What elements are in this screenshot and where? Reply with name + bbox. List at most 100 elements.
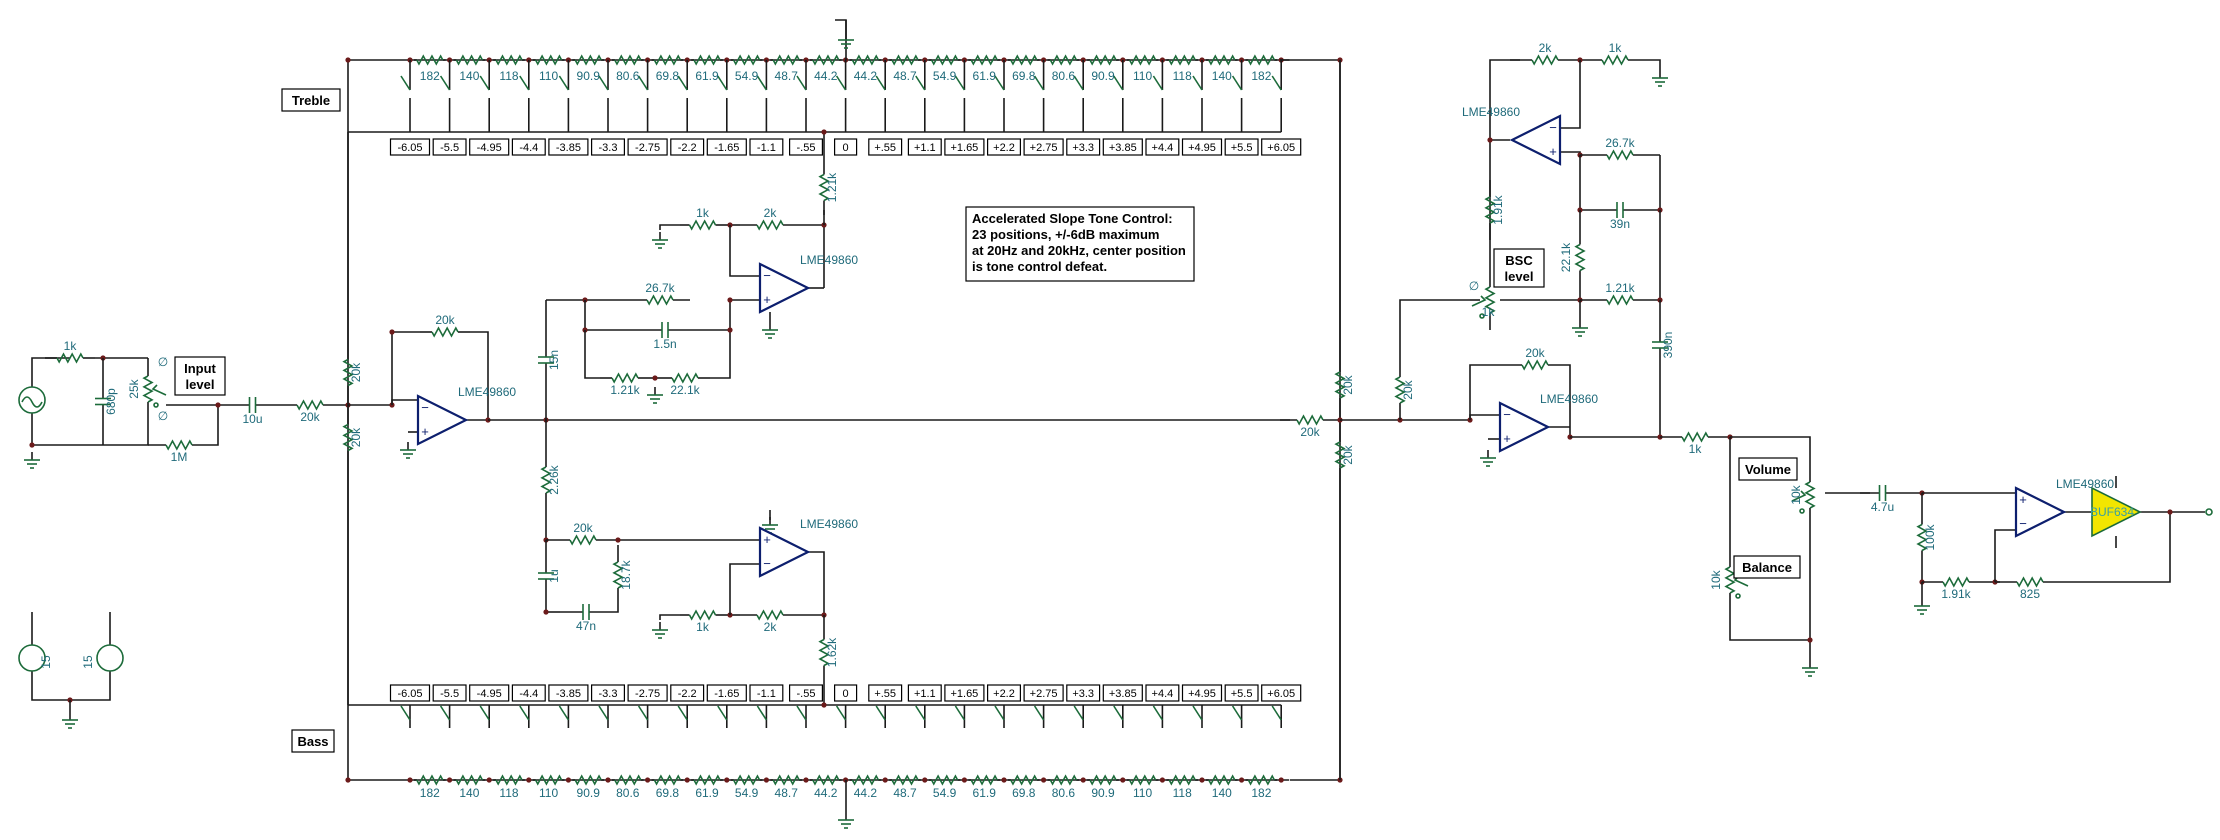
input-level-label-frame <box>174 356 226 396</box>
ladder-resistor-2 <box>495 774 523 786</box>
volume-pot-wiper <box>1791 490 1807 502</box>
ladder-value-17: 90.9 <box>1091 69 1115 83</box>
ladder-value-3: 110 <box>539 786 558 800</box>
ladder-resistor-17 <box>1089 774 1117 786</box>
ladder-resistor-20 <box>1208 54 1236 66</box>
balance-label-line: Balance <box>1742 560 1792 575</box>
wire <box>391 331 420 405</box>
position-box-12-frame <box>868 138 903 156</box>
position-box-5: -3.3 <box>590 684 625 702</box>
ladder-resistor-7 <box>693 774 721 786</box>
bsc-resistor-1.91k <box>1484 196 1496 224</box>
position-box-2-frame <box>469 684 510 702</box>
ladder-resistor-0 <box>416 54 444 66</box>
position-box-17: +3.3 <box>1066 138 1101 156</box>
ladder-resistor-3 <box>534 774 563 786</box>
ladder-resistor-6 <box>653 774 682 786</box>
input-level-pot-label: 25k <box>127 378 141 398</box>
treble-resistor-1k-label: 1k <box>696 206 710 220</box>
position-box-16: +2.75 <box>1023 684 1064 702</box>
ladder-value-14: 61.9 <box>973 786 997 800</box>
junction-dot <box>2167 509 2173 515</box>
position-box-5-frame <box>590 684 625 702</box>
position-box-10: -.55 <box>788 138 823 156</box>
input-resistor-1m <box>165 439 193 451</box>
junction-dot <box>684 777 690 783</box>
wire <box>584 330 600 379</box>
output-buffer <box>2091 486 2142 538</box>
position-box-11: 0 <box>833 138 858 156</box>
balance-pot-marker <box>1735 593 1741 599</box>
ladder-switch-5 <box>598 705 609 721</box>
volume-pot-marker <box>1799 508 1805 514</box>
position-box-11: 0 <box>833 684 858 702</box>
junction-dot <box>1239 777 1245 783</box>
bsc-null-symbol: ∅ <box>1469 279 1479 293</box>
ladder-switch-16 <box>1033 75 1045 91</box>
ladder-value-20: 140 <box>1212 69 1232 83</box>
bsc-level-label-frame <box>1493 248 1545 288</box>
wire <box>103 420 149 446</box>
position-box-11-text: 0 <box>843 688 849 700</box>
bass-resistor-1.62k <box>818 638 830 667</box>
treble-resistor-22.1k <box>671 372 699 384</box>
position-box-5: -3.3 <box>590 138 625 156</box>
balance-pot-label: 10k <box>1709 569 1723 589</box>
bsc-level-label-line: level <box>1505 269 1534 284</box>
position-box-0: -6.05 <box>389 684 431 702</box>
junction-dot <box>1120 777 1126 783</box>
ladder-value-21: 182 <box>1251 69 1271 83</box>
bass-resistor-20k-label: 20k <box>573 521 593 535</box>
ladder-value-14: 61.9 <box>973 69 997 83</box>
ladder-resistor-3 <box>534 54 563 66</box>
position-box-19-text: +4.4 <box>1152 688 1174 700</box>
position-box-7-text: -2.2 <box>678 688 697 700</box>
ladder-switch-19 <box>1152 705 1164 721</box>
bsc-resistor-1k-label: 1k <box>1609 41 1623 55</box>
position-box-8-text: -1.65 <box>714 688 739 700</box>
position-box-9: -1.1 <box>749 138 784 156</box>
mixer-resistor-bottom-label: 20k <box>349 427 363 447</box>
junction-dot <box>763 777 770 783</box>
position-box-16-frame <box>1023 138 1064 156</box>
position-box-16-frame <box>1023 684 1064 702</box>
position-box-12: +.55 <box>868 138 903 156</box>
input-level-pot-marker <box>153 402 159 408</box>
design-note-line-3: is tone control defeat. <box>972 259 1107 274</box>
bsc-level-pot-wiper <box>1471 295 1487 307</box>
position-box-13: +1.1 <box>907 684 942 702</box>
position-box-13: +1.1 <box>907 138 942 156</box>
wire <box>31 671 111 701</box>
junction-dot <box>447 777 453 783</box>
mixer-resistor-top <box>342 358 354 387</box>
wire <box>659 614 680 620</box>
ladder-switch-17 <box>1073 75 1084 91</box>
ladder-value-0: 182 <box>420 786 440 800</box>
bsc-pot-label: 1k <box>1482 305 1496 319</box>
bsc-input-resistor-20k-label: 20k <box>1401 379 1415 399</box>
junction-dot <box>1080 777 1086 783</box>
position-box-15: +2.2 <box>986 684 1021 702</box>
ladder-switch-14 <box>954 75 966 91</box>
output-cap-4.7u-label: 4.7u <box>1871 500 1894 514</box>
treble-resistor-1.21k <box>818 173 830 202</box>
position-box-18-text: +3.85 <box>1109 688 1137 700</box>
junction-dot <box>821 129 827 135</box>
treble-resistor-26.7k-label: 26.7k <box>645 281 675 295</box>
ladder-switch-4 <box>558 75 570 91</box>
design-note-frame <box>965 206 1195 282</box>
sum-resistor-20k-a-label: 20k <box>1300 425 1320 439</box>
ladder-value-12: 48.7 <box>893 786 917 800</box>
junction-dot <box>543 609 549 615</box>
output-resistor-1.91k-label: 1.91k <box>1941 587 1971 601</box>
input-resistor-1k-label: 1k <box>64 339 78 353</box>
input-resistor-20k-label: 20k <box>300 410 320 424</box>
position-box-13-frame <box>907 684 942 702</box>
mixer-feedback-20k <box>431 326 459 338</box>
bsc-resistor-1.91k-label: 1.91k <box>1491 194 1505 224</box>
input-level-pot <box>142 375 154 403</box>
treble-resistor-1.21k-b <box>611 372 639 384</box>
position-box-9-text: -1.1 <box>757 142 776 154</box>
